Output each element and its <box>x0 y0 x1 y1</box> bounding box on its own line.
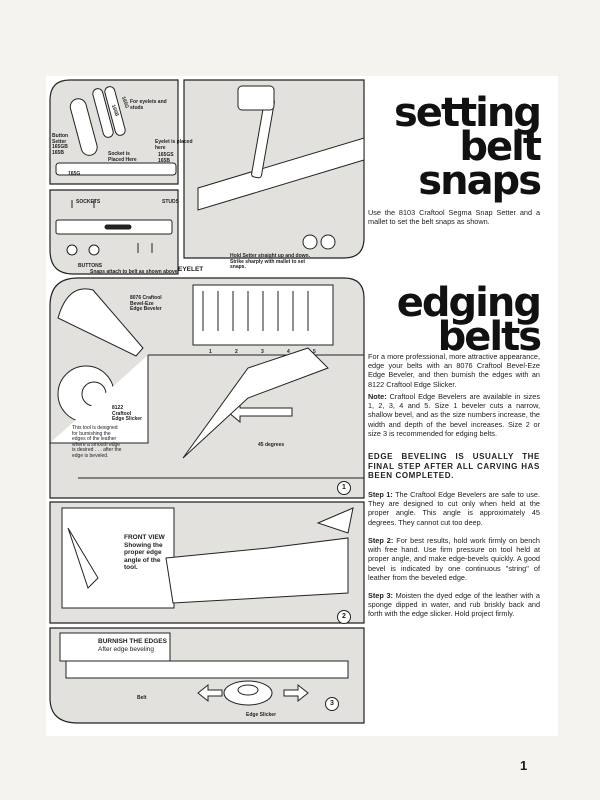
illustration-panel <box>49 79 365 724</box>
label-eyelet-placed: Eyelet is placed here <box>155 139 193 151</box>
step-label: Step 1: <box>368 490 393 499</box>
label-slicker: 8122 Craftool Edge Slicker <box>112 405 143 423</box>
step-text: The Craftool Edge Bevelers are safe to u… <box>368 490 541 527</box>
title-line: edging <box>396 280 542 326</box>
title-line: belts <box>437 314 542 360</box>
label-beveler: 8076 Craftool Bevel-Eze Edge Beveler <box>130 295 162 313</box>
label-button-setter: Button Setter <box>52 133 69 145</box>
edging-note: Note: Craftool Edge Bevelers are availab… <box>368 392 540 438</box>
label-edge-slicker: Edge Slicker <box>246 712 277 718</box>
label-eyelet-sizes: 165GS 165B <box>158 152 174 164</box>
step-3: Step 3: Moisten the dyed edge of the lea… <box>368 591 540 619</box>
label-sockets: SOCKETS <box>76 199 101 205</box>
label-studs: STUDS <box>162 199 179 205</box>
label-front-view: FRONT VIEW <box>124 534 165 541</box>
title-line: snaps <box>418 158 542 204</box>
snaps-intro: Use the 8103 Craftool Segma Snap Setter … <box>368 208 540 227</box>
step-1: Step 1: The Craftool Edge Bevelers are s… <box>368 490 540 527</box>
label-hold-setter: Hold Setter straight up and down. Strike… <box>230 253 310 271</box>
edging-callout: EDGE BEVELING IS USUALLY THE FINAL STEP … <box>368 452 540 481</box>
edging-intro: For a more professional, more attractive… <box>368 352 540 389</box>
size-label: 1 <box>209 349 212 355</box>
note-label: Note: <box>368 392 387 401</box>
step-marker: 2 <box>337 610 351 624</box>
note-text: Craftool Edge Bevelers are available in … <box>368 392 540 438</box>
label-eyelet: EYELET <box>178 266 204 273</box>
size-label: 3 <box>261 349 264 355</box>
title-line: setting <box>394 90 542 136</box>
step-text: Moisten the dyed edge of the leather wit… <box>368 591 540 619</box>
label-snaps-attach: Snaps attach to belt as shown above. <box>90 269 179 275</box>
label-socket-placed: Socket is Placed Here <box>108 151 137 163</box>
step-2: Step 2: For best results, hold work firm… <box>368 536 540 582</box>
title-line: belt <box>459 124 542 170</box>
label-slicker-desc: This tool is designed for burnishing the… <box>72 425 122 459</box>
label-burnish: BURNISH THE EDGES <box>98 638 167 645</box>
label-buttons: BUTTONS <box>78 263 103 269</box>
size-label: 5 <box>313 349 316 355</box>
label-165g: 165G <box>68 171 81 177</box>
label-front-view-desc: Showing the proper edge angle of the too… <box>124 542 163 572</box>
step-label: Step 2: <box>368 536 394 545</box>
label-for-eyelets: For eyelets and studs <box>130 99 167 111</box>
step-marker: 1 <box>337 481 351 495</box>
label-burnish-sub: After edge beveling <box>98 646 155 653</box>
page-number: 1 <box>520 758 528 773</box>
section-title-setting-belt-snaps: setting belt snaps <box>394 90 542 204</box>
label-setter-sizes: 165GB 165B <box>52 144 68 156</box>
label-belt: Belt <box>137 695 147 701</box>
step-marker: 3 <box>325 697 339 711</box>
section-title-edging-belts: edging belts <box>396 280 542 360</box>
label-45-degrees: 45 degrees <box>258 442 285 448</box>
step-label: Step 3: <box>368 591 393 600</box>
step-text: For best results, hold work firmly on be… <box>368 536 540 582</box>
size-label: 2 <box>235 349 238 355</box>
size-label: 4 <box>287 349 290 355</box>
